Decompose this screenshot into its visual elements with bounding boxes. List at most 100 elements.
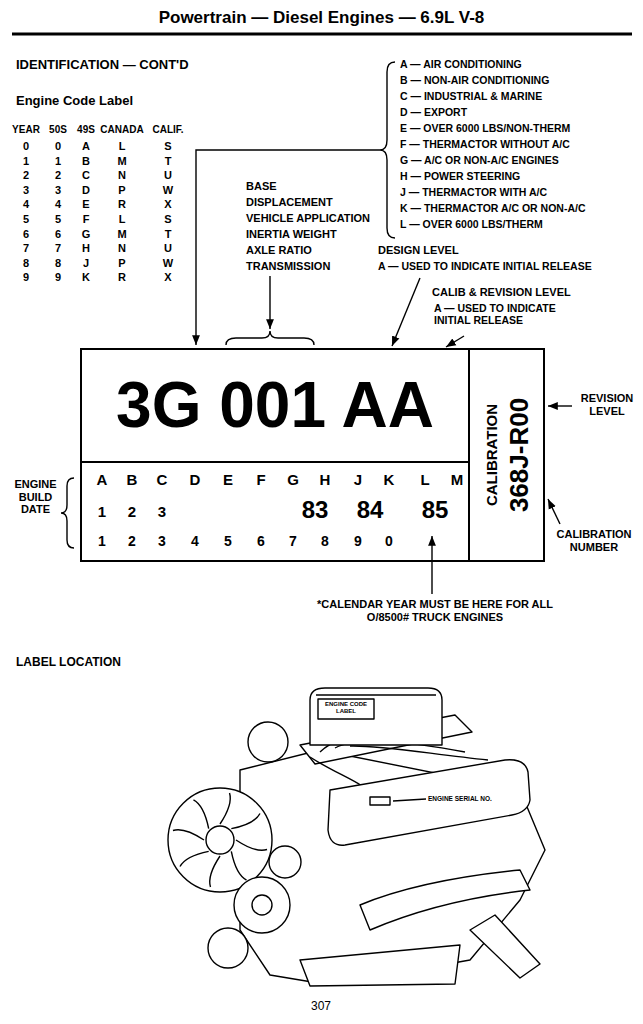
code-definition: L — OVER 6000 LBS/THERM [400, 218, 543, 230]
table-cell: T [165, 228, 172, 241]
table-cell: 0 [23, 140, 29, 153]
grid-cell: 84 [357, 496, 384, 524]
grid-cell: 83 [302, 496, 329, 524]
fan [168, 788, 272, 892]
table-cell: U [164, 169, 172, 182]
oil-pan [300, 945, 460, 986]
table-cell: J [83, 257, 89, 270]
table-cell: 1 [23, 155, 29, 168]
leader-line [431, 536, 432, 594]
table-cell: A [82, 140, 90, 153]
code-definition: A — AIR CONDITIONING [400, 58, 522, 70]
code-definition: B — NON-AIR CONDITIONING [400, 74, 549, 86]
code-definition: D — EXPORT [400, 106, 467, 118]
callout-text: *CALENDAR YEAR MUST BE HERE FOR ALL O/85… [300, 598, 570, 623]
grid-cell: 6 [257, 533, 265, 549]
leader-line [548, 499, 560, 524]
callout-text: DISPLACEMENT [246, 196, 333, 209]
table-cell: R [118, 198, 126, 211]
grid-cell: 8 [321, 533, 329, 549]
grid-cell: 1 [98, 503, 106, 520]
leader-line [393, 799, 426, 801]
pulley [234, 877, 290, 933]
callout-text: AXLE RATIO [246, 244, 312, 257]
table-cell: R [118, 271, 126, 284]
code-definition: J — THERMACTOR WITH A/C [400, 186, 547, 198]
table-cell: 4 [23, 198, 29, 211]
table-cell: C [82, 169, 90, 182]
fan-blade [236, 840, 267, 850]
date-brace [61, 478, 74, 548]
callout-text: CALIBRATION NUMBER [550, 528, 638, 553]
table-cell: 7 [55, 242, 61, 255]
grid-cell: E [223, 471, 233, 488]
build-date-grid: ABCDEFGHJKLM1238384851234567890 [80, 461, 470, 562]
callout-text: DESIGN LEVEL [378, 244, 459, 257]
code-definition: E — OVER 6000 LBS/NON-THERM [400, 122, 570, 134]
table-cell: X [164, 271, 171, 284]
table-cell: K [82, 271, 90, 284]
grid-cell: G [287, 471, 299, 488]
engine-code-label [318, 699, 374, 719]
fan-blade [220, 793, 230, 824]
code-box: 3G 001 AA [80, 348, 470, 463]
leaders [61, 62, 572, 594]
grid-cell: 9 [354, 533, 362, 549]
pulley [252, 895, 272, 915]
table-cell: N [118, 242, 126, 255]
table-cell: 9 [55, 271, 61, 284]
table-header: CALIF. [152, 124, 183, 136]
grid-cell: M [451, 471, 464, 488]
table-cell: 6 [23, 228, 29, 241]
table-cell: T [165, 155, 172, 168]
grid-cell: 3 [158, 533, 166, 549]
calibration-box: CALIBRATION368J-R00 [468, 348, 545, 562]
table-cell: 6 [55, 228, 61, 241]
fan-blade [173, 830, 204, 840]
table-cell: G [82, 228, 91, 241]
table-cell: M [117, 228, 126, 241]
leader-line [392, 278, 420, 346]
table-cell: N [118, 169, 126, 182]
callout-text: ENGINE BUILD DATE [12, 478, 59, 516]
grid-cell: 85 [422, 496, 449, 524]
table-cell: L [119, 140, 126, 153]
table-cell: P [118, 184, 125, 197]
fan-blade [180, 851, 209, 866]
table-cell: 7 [23, 242, 29, 255]
table-header: YEAR [12, 124, 40, 136]
table-cell: P [118, 257, 125, 270]
table-cell: U [164, 242, 172, 255]
callout-text: A — USED TO INDICATE INITIAL RELEASE [434, 302, 584, 326]
grid-cell: 2 [128, 533, 136, 549]
grid-cell: 3 [158, 503, 166, 520]
table-cell: 3 [23, 184, 29, 197]
section-heading: Engine Code Label [16, 94, 133, 109]
table-cell: 1 [55, 155, 61, 168]
table-header: 50S [49, 124, 67, 136]
pulley [208, 928, 248, 968]
grid-cell: K [384, 471, 395, 488]
code-number: 3G 001 AA [116, 369, 434, 443]
table-cell: S [164, 140, 171, 153]
table-cell: 3 [55, 184, 61, 197]
table-cell: E [82, 198, 89, 211]
table-cell: H [82, 242, 90, 255]
grid-cell: 0 [385, 533, 393, 549]
engine-block [240, 750, 545, 985]
header-rule [12, 34, 632, 35]
table-cell: L [119, 213, 126, 226]
air-cleaner [310, 688, 442, 745]
grid-cell: J [354, 471, 362, 488]
leader-line [269, 276, 270, 329]
grid-cell: 1 [98, 533, 106, 549]
fan-hub [206, 826, 234, 854]
callout-text: A — USED TO INDICATE INITIAL RELEASE [378, 260, 592, 272]
calibration-heading: CALIBRATION [483, 404, 500, 506]
callout-text: VEHICLE APPLICATION [246, 212, 370, 225]
section-heading: IDENTIFICATION — CONT'D [16, 58, 189, 73]
code-definition: K — THERMACTOR A/C OR NON-A/C [400, 202, 586, 214]
engine-drawing [168, 688, 545, 986]
callout-text: REVISION LEVEL [575, 392, 639, 417]
grid-cell: 7 [289, 533, 297, 549]
